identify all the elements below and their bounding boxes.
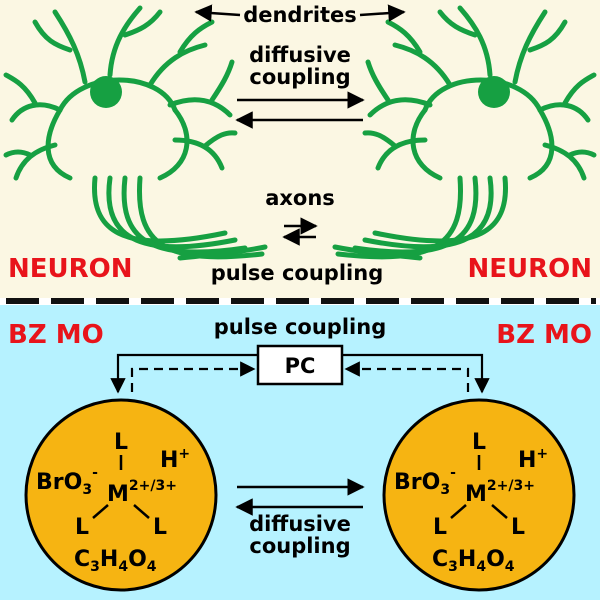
pc-box xyxy=(256,344,344,386)
left-ligand-top: L xyxy=(114,430,128,455)
right-neuron-title: NEURON xyxy=(467,254,592,284)
right-acid-o-count: 4 xyxy=(505,559,515,575)
left-proton-charge: + xyxy=(178,446,190,462)
left-metal-charge: 2+/3+ xyxy=(129,478,177,494)
right-acid-c-count: 3 xyxy=(448,559,458,575)
left-droplet: L H+ BrO3- M2+/3+ L L C3H4O4 xyxy=(24,398,218,592)
left-malonic-acid: C3H4O4 xyxy=(74,547,157,575)
left-bz-mo-title: BZ MO xyxy=(8,320,104,350)
left-bromate-symbol: BrO xyxy=(36,470,82,495)
right-bond-right xyxy=(491,504,508,519)
right-neuron-icon xyxy=(332,5,597,261)
neuron-coupling-label: coupling xyxy=(249,65,350,89)
neuron-pulse-coupling-label: pulse coupling xyxy=(211,261,383,285)
left-bond-left xyxy=(92,504,109,519)
left-metal-symbol: M xyxy=(107,482,129,507)
left-acid-c-count: 3 xyxy=(90,559,100,575)
neuron-diffusive-label: diffusive xyxy=(249,43,351,67)
pc-box-label: PC xyxy=(285,354,316,378)
left-pc-connector xyxy=(110,353,258,394)
left-acid-h: H xyxy=(100,547,118,572)
right-bz-mo-title: BZ MO xyxy=(496,320,592,350)
right-acid-h: H xyxy=(458,547,476,572)
right-bromate-sub: 3 xyxy=(440,482,450,498)
right-acid-h-count: 4 xyxy=(476,559,486,575)
left-metal: M2+/3+ xyxy=(107,478,177,507)
left-bromate-sub: 3 xyxy=(82,482,92,498)
neuron-panel-background xyxy=(0,0,600,298)
left-nucleus-icon xyxy=(90,76,122,108)
axons-label: axons xyxy=(265,186,335,210)
left-pc-feedback xyxy=(130,361,256,392)
right-droplet: L H+ BrO3- M2+/3+ L L C3H4O4 xyxy=(382,398,576,592)
right-ligand-right: L xyxy=(511,515,525,540)
left-proton: H+ xyxy=(160,446,190,473)
right-nucleus-icon xyxy=(478,76,510,108)
bz-diffusive-label: diffusive xyxy=(249,512,351,536)
left-ligand-right: L xyxy=(153,515,167,540)
right-droplet-circle xyxy=(382,398,576,592)
right-malonic-acid: C3H4O4 xyxy=(432,547,515,575)
right-bromate-symbol: BrO xyxy=(394,470,440,495)
bz-coupling-label: coupling xyxy=(249,534,350,558)
left-neuron-title: NEURON xyxy=(8,254,133,284)
right-bromate: BrO3- xyxy=(394,465,456,498)
right-proton: H+ xyxy=(518,446,548,473)
left-bond-right xyxy=(133,504,150,519)
right-acid-c: C xyxy=(432,547,448,572)
right-ligand-left: L xyxy=(433,515,447,540)
right-proton-charge: + xyxy=(536,446,548,462)
left-bromate-charge: - xyxy=(92,465,98,481)
left-acid-h-count: 4 xyxy=(118,559,128,575)
right-metal-symbol: M xyxy=(465,482,487,507)
left-proton-symbol: H xyxy=(160,448,178,473)
right-pc-connector xyxy=(342,353,490,394)
left-bromate: BrO3- xyxy=(36,465,98,498)
left-acid-o: O xyxy=(128,547,147,572)
right-metal-charge: 2+/3+ xyxy=(487,478,535,494)
right-bond-left xyxy=(450,504,467,519)
left-neuron-icon xyxy=(3,5,268,261)
right-pc-feedback xyxy=(344,361,470,392)
right-proton-symbol: H xyxy=(518,448,536,473)
left-acid-o-count: 4 xyxy=(147,559,157,575)
left-droplet-circle xyxy=(24,398,218,592)
right-metal: M2+/3+ xyxy=(465,478,535,507)
right-acid-o: O xyxy=(486,547,505,572)
right-ligand-top: L xyxy=(472,430,486,455)
left-ligand-left: L xyxy=(75,515,89,540)
dendrites-label: dendrites xyxy=(243,3,357,27)
right-bromate-charge: - xyxy=(450,465,456,481)
left-acid-c: C xyxy=(74,547,90,572)
dendrites-arrow xyxy=(359,4,406,22)
dendrites-arrow xyxy=(194,4,241,22)
bz-pulse-coupling-label: pulse coupling xyxy=(214,315,386,339)
